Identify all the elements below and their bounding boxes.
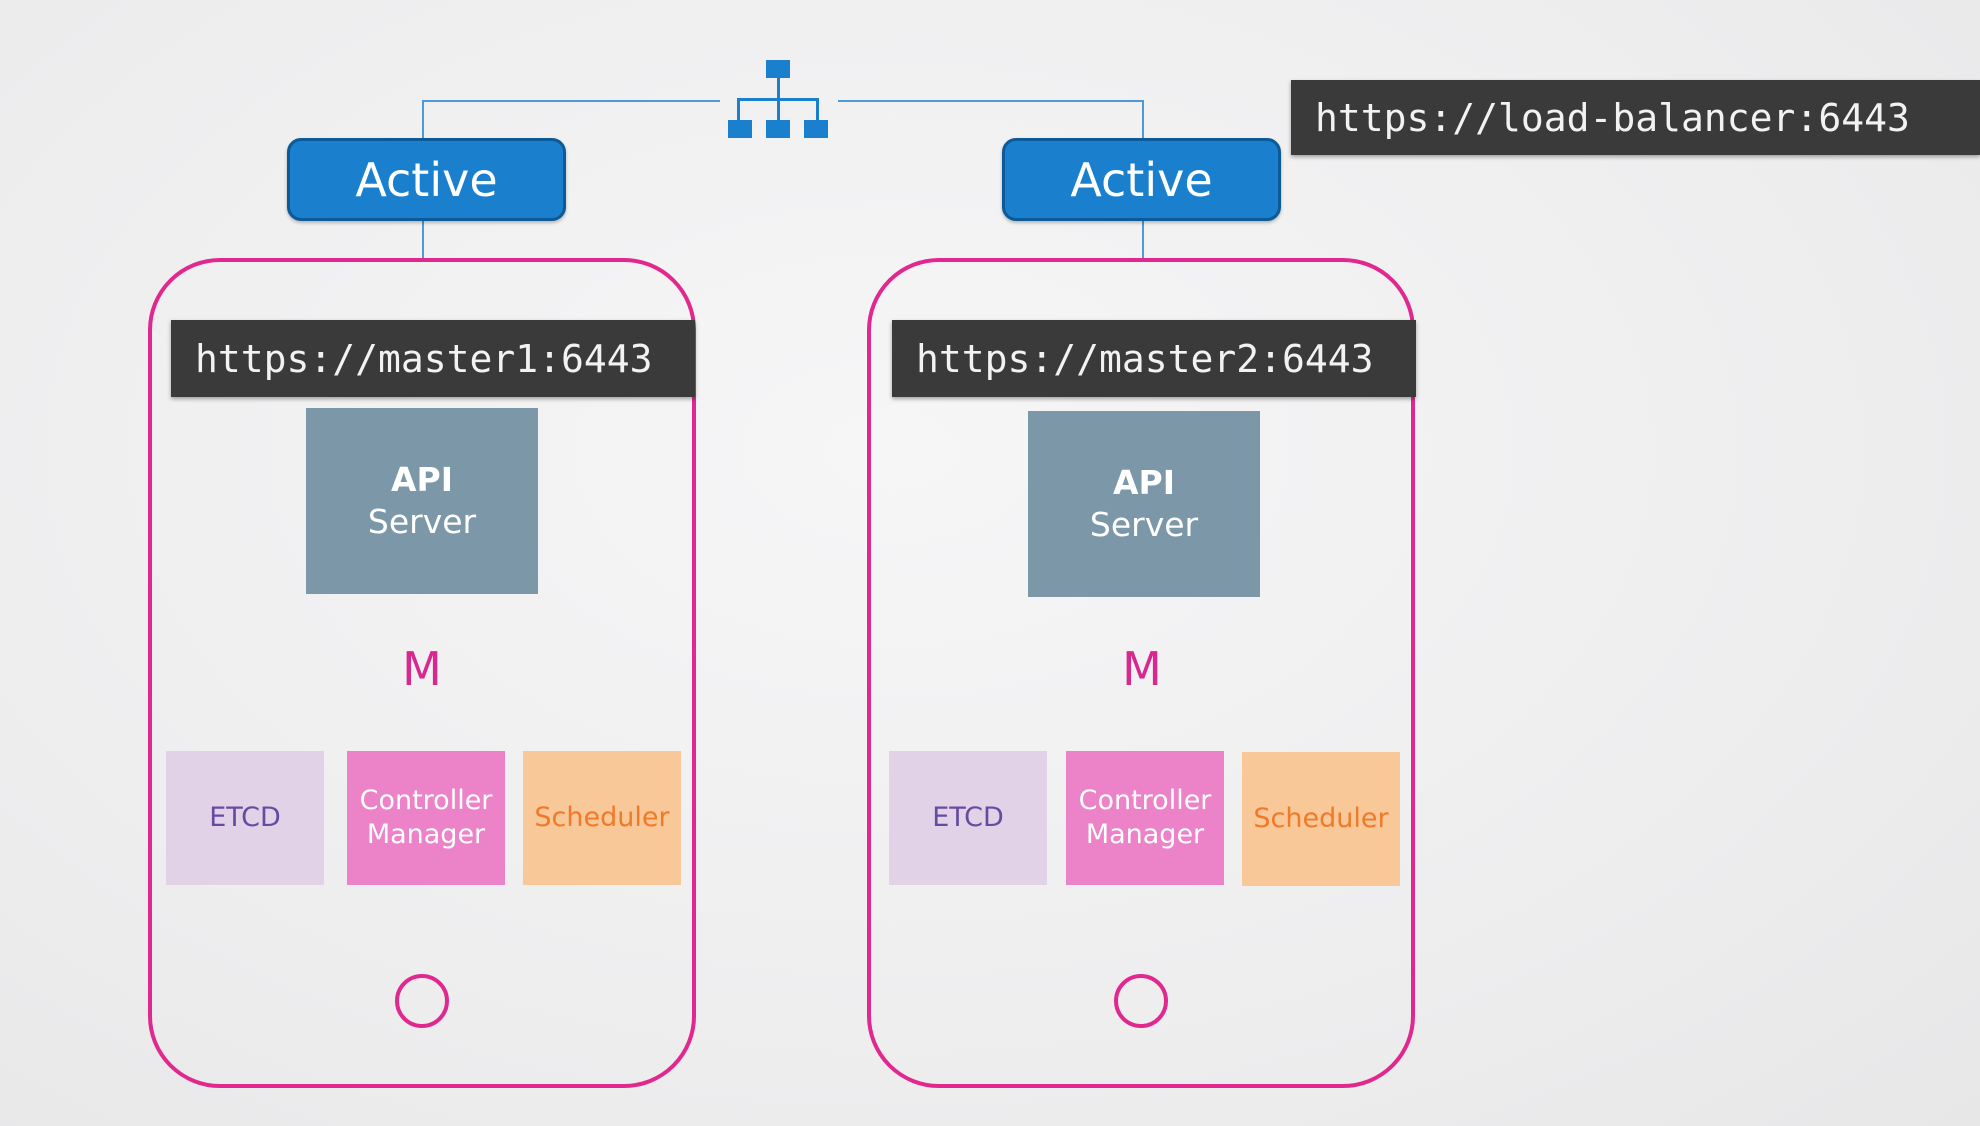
- load-balancer-url: https://load-balancer:6443: [1291, 80, 1980, 155]
- active-badge-master2: Active: [1002, 138, 1281, 221]
- api-server-master2: API Server: [1028, 411, 1260, 597]
- master-label-m: M: [1122, 642, 1162, 696]
- scheduler-master1: Scheduler: [523, 751, 681, 885]
- controller-label: Controller: [1078, 785, 1212, 816]
- connector-line-active1-master1: [422, 220, 424, 260]
- api-label: API: [390, 460, 453, 499]
- api-server-master1: API Server: [306, 408, 538, 594]
- home-button-circle-master2: [1114, 974, 1168, 1028]
- master-label-m: M: [402, 642, 442, 696]
- manager-label: Manager: [1085, 819, 1205, 850]
- master-node-2: [867, 258, 1415, 1088]
- manager-label: Manager: [366, 819, 486, 850]
- home-button-circle-master1: [395, 974, 449, 1028]
- controller-manager-master1: Controller Manager: [347, 751, 505, 885]
- etcd-master1: ETCD: [166, 751, 324, 885]
- server-label: Server: [367, 502, 477, 541]
- controller-manager-master2: Controller Manager: [1066, 751, 1224, 885]
- controller-label: Controller: [359, 785, 493, 816]
- api-label: API: [1112, 463, 1175, 502]
- network-hierarchy-icon: [728, 60, 828, 138]
- master1-url: https://master1:6443: [171, 320, 695, 397]
- active-badge-master1: Active: [287, 138, 566, 221]
- connector-line-top-left: [422, 100, 720, 102]
- etcd-master2: ETCD: [889, 751, 1047, 885]
- connector-line-down-left: [422, 100, 424, 140]
- scheduler-master2: Scheduler: [1242, 752, 1400, 886]
- connector-line-top-right: [838, 100, 1144, 102]
- master2-url: https://master2:6443: [892, 320, 1416, 397]
- connector-line-down-right: [1142, 100, 1144, 140]
- master-node-1: [148, 258, 696, 1088]
- server-label: Server: [1089, 505, 1199, 544]
- connector-line-active2-master2: [1142, 220, 1144, 260]
